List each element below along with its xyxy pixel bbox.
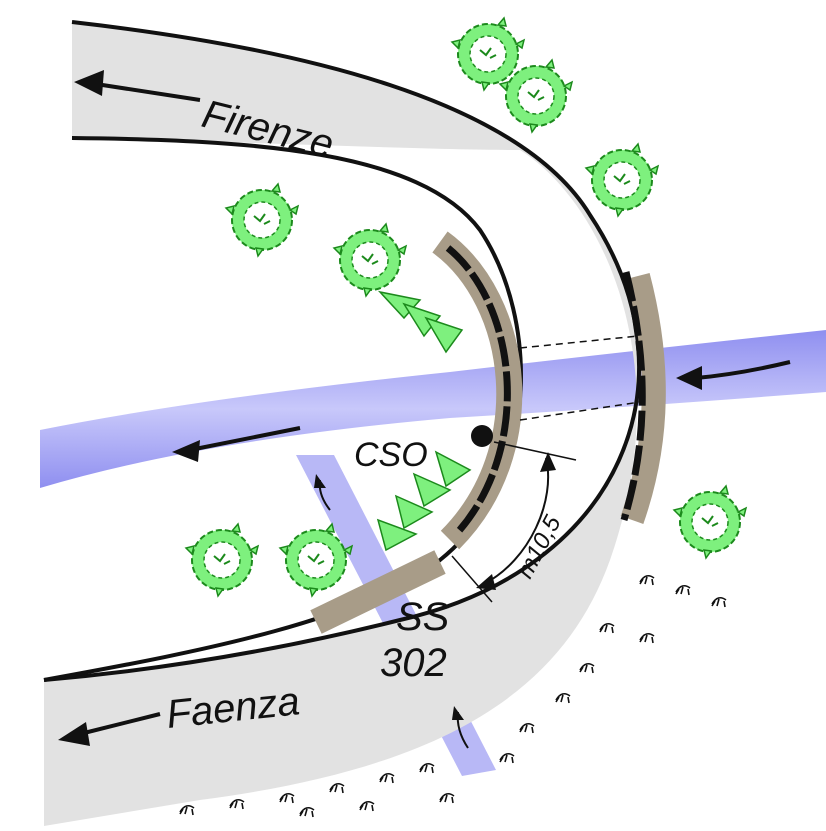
flow-arrow-icon: [172, 360, 791, 749]
bridge-limits: [519, 335, 641, 421]
label-road-number: 302: [380, 641, 447, 685]
label-cso: CSO: [354, 436, 428, 474]
stream-channel: [40, 330, 826, 488]
lower-wall: [310, 550, 446, 634]
label-road-code: SS: [396, 595, 450, 639]
cso-point: [471, 425, 493, 447]
direction-arrows: [58, 70, 201, 746]
grass-tuft-icon: [376, 290, 472, 552]
outer-wall: [620, 272, 666, 524]
distance-dimension: [451, 441, 577, 603]
retaining-walls: [310, 231, 666, 634]
